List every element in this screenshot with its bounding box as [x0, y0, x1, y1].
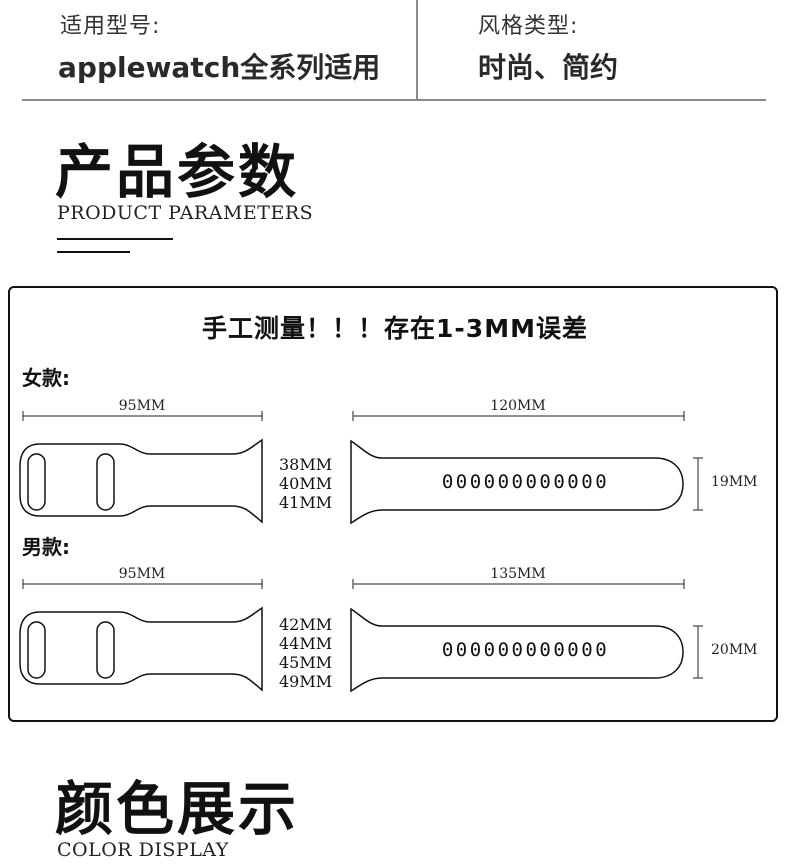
men-size-44: 44MM: [279, 634, 333, 653]
women-strap-band: [350, 439, 684, 525]
women-buckle-band: [19, 438, 263, 524]
spec-divider-horizontal: [22, 99, 766, 101]
style-label: 风格类型:: [478, 14, 579, 39]
men-label: 男款:: [22, 535, 70, 559]
men-size-45: 45MM: [279, 653, 333, 672]
men-band-width: 20MM: [711, 642, 758, 658]
parameter-box: [8, 286, 778, 722]
model-value: applewatch全系列适用: [58, 51, 381, 84]
men-buckle-length-dimension: [22, 579, 263, 589]
women-size-38: 38MM: [279, 455, 333, 474]
women-size-list: 38MM 40MM 41MM: [279, 455, 332, 512]
men-buckle-band: [19, 606, 263, 692]
params-subtitle: PRODUCT PARAMETERS: [57, 202, 314, 224]
women-strap-diagram: [19, 411, 703, 525]
style-value: 时尚、简约: [478, 51, 619, 84]
men-strap-holes: 000000000000: [441, 639, 610, 661]
color-title: 颜色展示: [55, 775, 300, 843]
men-buckle-loop-left: [27, 621, 46, 679]
men-size-49: 49MM: [279, 672, 333, 691]
men-strap-band: [350, 607, 684, 693]
women-label: 女款:: [22, 366, 70, 390]
women-buckle-loop-left: [27, 453, 46, 511]
men-strap-length-dimension: [352, 579, 685, 589]
women-size-40: 40MM: [279, 474, 333, 493]
color-subtitle: COLOR DISPLAY: [57, 839, 229, 861]
women-size-41: 41MM: [279, 493, 333, 512]
women-buckle-length-dimension: [22, 411, 263, 421]
params-underline-long: [57, 238, 173, 240]
model-label: 适用型号:: [60, 14, 161, 39]
measure-note: 手工测量！！！存在1-3MM误差: [202, 314, 588, 343]
women-buckle-loop-right: [96, 453, 115, 511]
women-band-width: 19MM: [711, 474, 758, 490]
spec-divider-vertical: [416, 0, 418, 100]
men-buckle-length: 95MM: [118, 566, 166, 582]
men-strap-length: 135MM: [490, 566, 546, 582]
men-strap-diagram: [19, 579, 703, 693]
women-buckle-length: 95MM: [118, 398, 166, 414]
men-buckle-loop-right: [96, 621, 115, 679]
params-title: 产品参数: [55, 138, 300, 206]
params-underline-short: [57, 251, 130, 253]
women-strap-length-dimension: [352, 411, 685, 421]
men-size-list: 42MM 44MM 45MM 49MM: [279, 615, 332, 691]
women-width-dimension: [693, 457, 703, 511]
men-size-42: 42MM: [279, 615, 333, 634]
men-width-dimension: [693, 625, 703, 679]
women-strap-length: 120MM: [490, 398, 546, 414]
women-strap-holes: 000000000000: [441, 471, 610, 493]
